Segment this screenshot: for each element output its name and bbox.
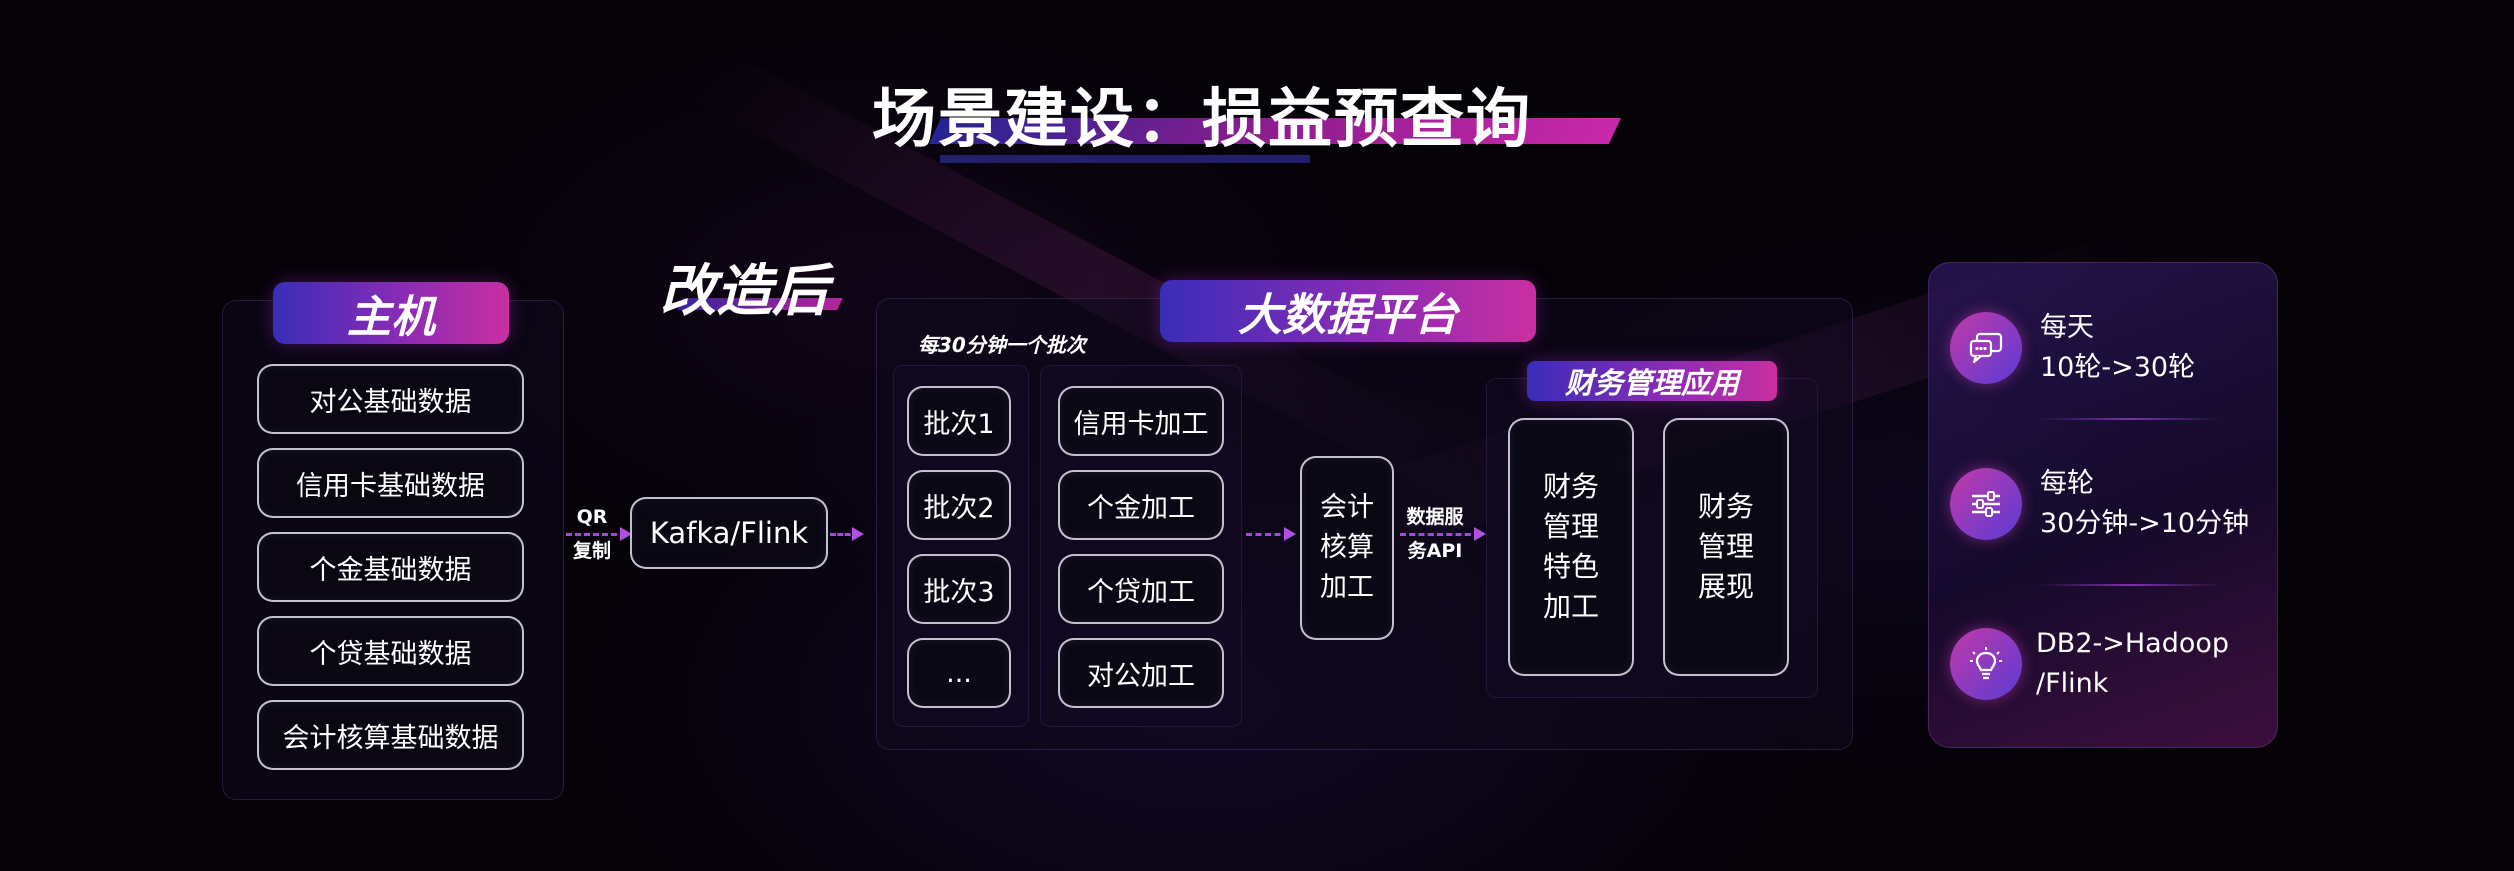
data-service-api-label: 数据服 务API — [1398, 500, 1472, 568]
metric-1-value: 10轮->30轮 — [2040, 352, 2196, 383]
metric-divider — [2038, 584, 2223, 586]
sliders-icon — [1950, 468, 2022, 540]
accounting-processing-box[interactable]: 会计 核算 加工 — [1300, 456, 1394, 640]
title-underline-secondary — [940, 155, 1310, 163]
mainframe-item-personal-finance[interactable]: 个金基础数据 — [257, 532, 524, 602]
finance-left-line1: 财务 — [1542, 470, 1599, 503]
batch-3[interactable]: 批次3 — [907, 554, 1011, 624]
accounting-line2: 核算 — [1320, 532, 1374, 563]
page-title: 场景建设：损益预查询 — [872, 83, 1532, 157]
batch-note: 每30分钟一个批次 — [918, 333, 1086, 357]
finance-left-line2: 管理 — [1542, 510, 1599, 543]
processing-personal-finance[interactable]: 个金加工 — [1058, 470, 1224, 540]
lightbulb-icon — [1950, 628, 2022, 700]
arrow-mainframe-to-stream — [566, 527, 632, 541]
finance-special-processing-box[interactable]: 财务 管理 特色 加工 — [1508, 418, 1634, 676]
stage-label: 改造后 — [660, 259, 828, 324]
accounting-line3: 加工 — [1320, 572, 1374, 603]
mainframe-item-credit-card[interactable]: 信用卡基础数据 — [257, 448, 524, 518]
accounting-line1: 会计 — [1320, 492, 1374, 523]
metric-2-value: 30分钟->10分钟 — [2040, 508, 2250, 539]
finance-right-line1: 财务 — [1697, 490, 1754, 523]
replication-label-line2: 复制 — [572, 540, 611, 562]
metric-1-title: 每天 — [2040, 312, 2094, 343]
arrow-accounting-to-finance-app — [1400, 527, 1486, 541]
metric-3: DB2->Hadoop /Flink — [2036, 624, 2229, 704]
api-label-line1: 数据服 — [1406, 506, 1464, 528]
metric-divider — [2038, 418, 2223, 420]
mainframe-item-accounting[interactable]: 会计核算基础数据 — [257, 700, 524, 770]
processing-personal-loan[interactable]: 个贷加工 — [1058, 554, 1224, 624]
finance-left-line3: 特色 — [1542, 550, 1599, 583]
processing-corporate[interactable]: 对公加工 — [1058, 638, 1224, 708]
metric-3-value: /Flink — [2036, 668, 2109, 699]
finance-app-header: 财务管理应用 — [1527, 361, 1777, 401]
metric-2: 每轮 30分钟->10分钟 — [2040, 464, 2249, 544]
finance-display-box[interactable]: 财务 管理 展现 — [1663, 418, 1789, 676]
arrow-processing-to-accounting — [1246, 527, 1296, 541]
finance-left-line4: 加工 — [1542, 590, 1599, 623]
kafka-flink-box[interactable]: Kafka/Flink — [630, 497, 828, 569]
batch-2[interactable]: 批次2 — [907, 470, 1011, 540]
metric-2-title: 每轮 — [2040, 468, 2094, 499]
finance-right-line3: 展现 — [1697, 570, 1754, 603]
chat-icon — [1950, 312, 2022, 384]
batch-more[interactable]: ... — [907, 638, 1011, 708]
arrow-stream-to-bigdata — [830, 527, 864, 541]
api-label-line2: 务API — [1407, 540, 1463, 562]
processing-credit-card[interactable]: 信用卡加工 — [1058, 386, 1224, 456]
mainframe-item-personal-loan[interactable]: 个贷基础数据 — [257, 616, 524, 686]
mainframe-item-corporate[interactable]: 对公基础数据 — [257, 364, 524, 434]
finance-right-line2: 管理 — [1697, 530, 1754, 563]
replication-label-line1: QR — [576, 506, 608, 528]
metric-3-title: DB2->Hadoop — [2036, 628, 2230, 659]
metric-1: 每天 10轮->30轮 — [2040, 308, 2195, 388]
replication-label: QR 复制 — [560, 500, 624, 568]
mainframe-header: 主机 — [273, 282, 509, 344]
bigdata-header: 大数据平台 — [1160, 280, 1536, 342]
batch-1[interactable]: 批次1 — [907, 386, 1011, 456]
